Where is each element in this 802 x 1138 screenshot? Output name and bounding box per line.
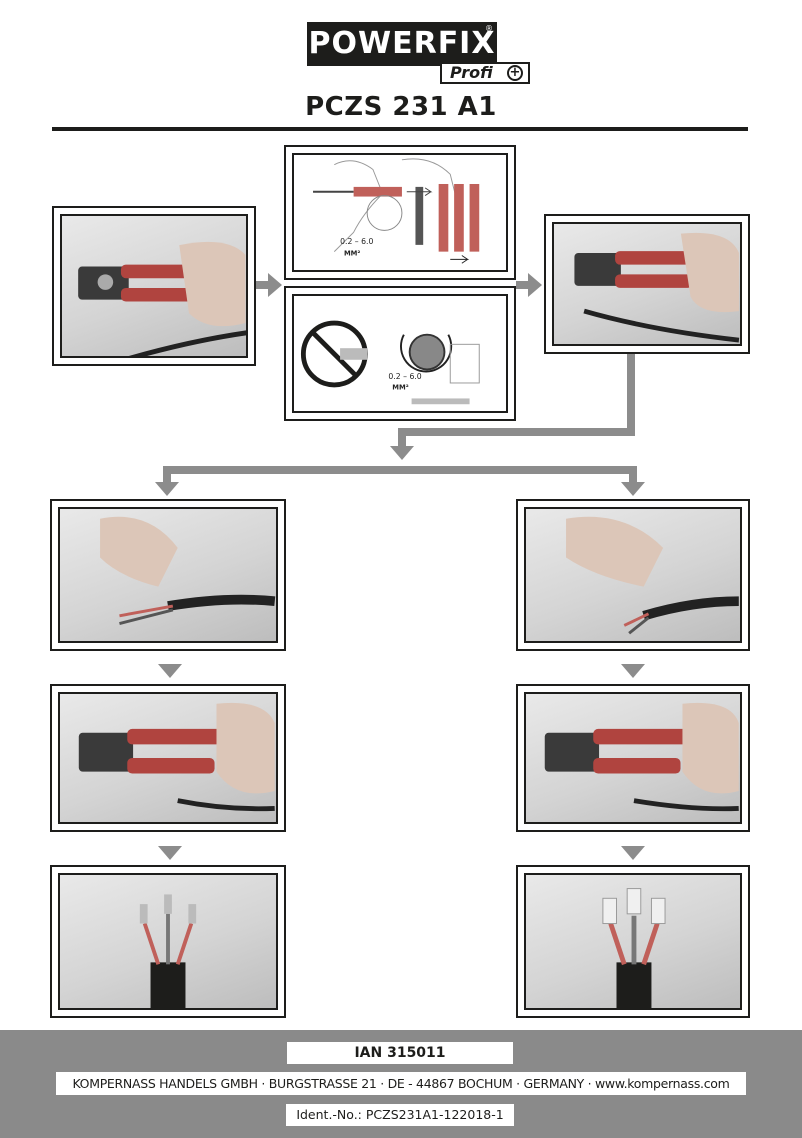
ian-number: IAN 315011 [287, 1042, 513, 1064]
arrow-down-icon [621, 846, 645, 860]
tool-photo-illustration [78, 241, 246, 356]
tool-photo-illustration [544, 702, 739, 812]
connector [629, 466, 637, 482]
photo-right-crimp [516, 684, 750, 832]
arrow-down-icon [158, 664, 182, 678]
plus-icon: + [507, 65, 523, 81]
photo-right-terminal [516, 499, 750, 651]
model-title: PCZS 231 A1 [305, 92, 497, 122]
arrow-down-icon [621, 664, 645, 678]
photo-right-result-terminals [516, 865, 750, 1018]
connector [256, 281, 270, 289]
connector [516, 281, 530, 289]
diagram-bottom-range: 0.2 – 6.0 [388, 372, 421, 381]
diagram-bottom-unit: MM² [392, 384, 408, 392]
tool-photo-illustration [574, 232, 740, 343]
photo-left-ferrule [50, 499, 286, 651]
connector [163, 466, 171, 482]
diagram-adjust-wheel: 0.2 – 6.0 MM² [284, 286, 516, 421]
registered-mark: ® [485, 24, 493, 33]
photo-step-strip-insert [52, 206, 256, 366]
diagram-top-range: 0.2 – 6.0 [340, 237, 373, 246]
brand-sub: Profi [450, 63, 493, 82]
arrow-down-icon [158, 846, 182, 860]
hand-wire-illustration [100, 516, 276, 625]
brand-logo: POWERFIX [307, 22, 497, 66]
arrow-down-icon [621, 482, 645, 496]
arrow-down-icon [155, 482, 179, 496]
tool-diagram-top: 0.2 – 6.0 MM² [313, 158, 480, 264]
wire-result-illustration [139, 894, 197, 1008]
diagram-insert-wire: 0.2 – 6.0 MM² [284, 145, 516, 280]
diagram-top-unit: MM² [344, 250, 360, 258]
title-divider [52, 127, 748, 131]
connector [163, 466, 637, 474]
hand-wire-illustration [566, 516, 739, 635]
connector [398, 428, 406, 446]
company-address: KOMPERNASS HANDELS GMBH · BURGSTRASSE 21… [56, 1072, 746, 1095]
ident-number: Ident.-No.: PCZS231A1-122018-1 [286, 1104, 514, 1126]
wire-result-illustration [602, 888, 666, 1008]
photo-left-crimp [50, 684, 286, 832]
arrow-down-icon [390, 446, 414, 460]
photo-step-stripped [544, 214, 750, 354]
tool-photo-illustration [78, 702, 275, 812]
brand-name: POWERFIX [308, 26, 496, 61]
photo-left-result-ferrules [50, 865, 286, 1018]
arrow-right-icon [268, 273, 282, 297]
connector [398, 428, 635, 436]
connector [627, 354, 635, 434]
arrow-right-icon [528, 273, 542, 297]
tool-diagram-bottom: 0.2 – 6.0 MM² [300, 320, 480, 405]
